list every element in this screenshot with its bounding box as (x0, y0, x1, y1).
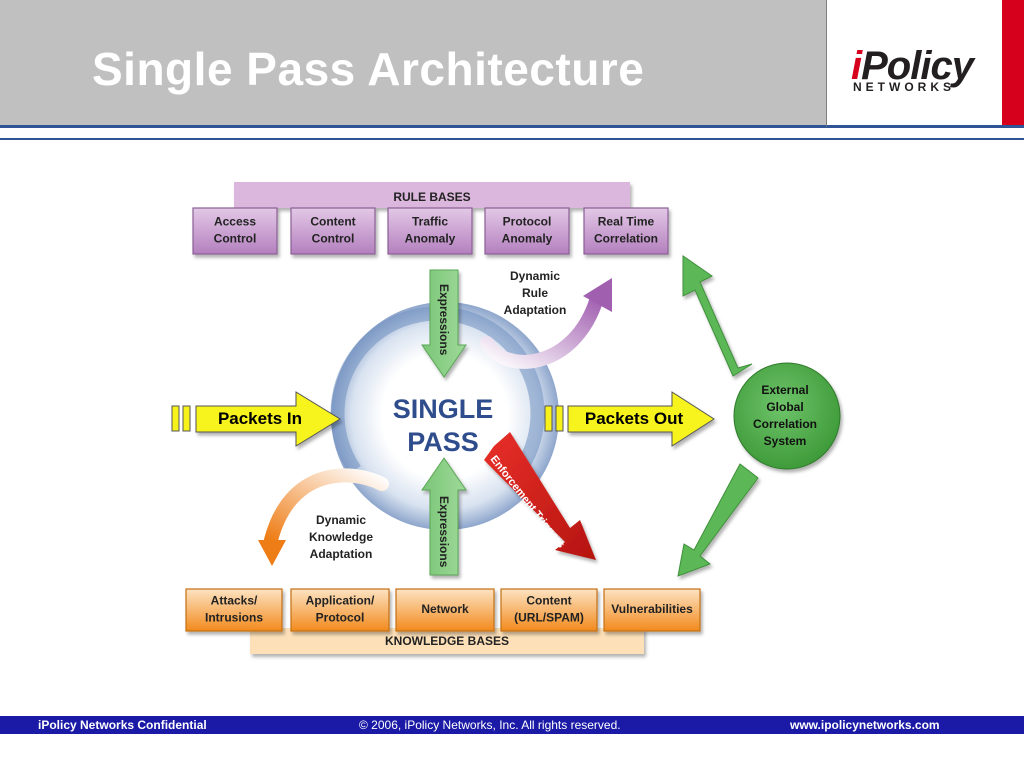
rule-base-label: Real Time (598, 215, 655, 229)
rule-base-box (583, 207, 669, 255)
rule-base-label: Control (312, 232, 355, 246)
packets-out-label: Packets Out (585, 409, 684, 428)
dynamic-knowledge-arrow (258, 468, 389, 566)
rule-base-label: Control (214, 232, 257, 246)
knowledge-bases-banner (250, 628, 644, 654)
dynamic-rule-arrow (480, 278, 612, 369)
knowledge-base-label: Vulnerabilities (611, 602, 693, 616)
knowledge-base-label: Attacks/ (211, 594, 258, 608)
dynamic-rule-label-3: Adaptation (504, 303, 567, 317)
expressions-up-arrow: Expressions (421, 457, 467, 576)
rule-base-label: Access (214, 215, 256, 229)
knowledge-base-box (290, 588, 390, 632)
expressions-top-label: Expressions (437, 284, 451, 356)
footer-copyright: © 2006, iPolicy Networks, Inc. All right… (359, 718, 621, 732)
rule-base-box (290, 207, 376, 255)
knowledge-base-label: Content (526, 594, 571, 608)
dynamic-rule-label-1: Dynamic (510, 269, 560, 283)
rule-bases-banner (234, 182, 630, 208)
logo-accent-bar (1002, 0, 1024, 128)
logo-subtitle: NETWORKS (853, 80, 955, 94)
knowledge-base-label: (URL/SPAM) (514, 611, 584, 625)
single-pass-label-line-1: SINGLE (393, 394, 494, 424)
single-pass-diagram: RULE BASES AccessControlContentControlTr… (171, 182, 841, 654)
rule-base-label: Traffic (412, 215, 448, 229)
external-correlation-node: External Global Correlation System (733, 362, 841, 470)
logo-wordmark: iPolicy (851, 44, 974, 88)
knowledge-base-box (395, 588, 495, 632)
rule-base-label: Protocol (503, 215, 552, 229)
packets-in-label: Packets In (218, 409, 302, 428)
slide-header: Single Pass Architecture (0, 0, 826, 128)
knowledge-base-label: Protocol (316, 611, 365, 625)
dynamic-rule-label-2: Rule (522, 286, 548, 300)
header-divider (0, 138, 1024, 140)
knowledge-base-label: Network (421, 602, 469, 616)
slide-title: Single Pass Architecture (92, 43, 645, 95)
expressions-bottom-label: Expressions (437, 496, 451, 568)
rule-bases-label: RULE BASES (393, 190, 470, 204)
rule-base-box (387, 207, 473, 255)
external-label-2: Global (766, 400, 803, 414)
knowledge-base-label: Application/ (306, 594, 375, 608)
knowledge-base-box (603, 588, 701, 632)
packets-in-arrow: Packets In (171, 391, 341, 447)
rule-base-box (484, 207, 570, 255)
rule-base-label: Anomaly (502, 232, 553, 246)
knowledge-base-box (185, 588, 283, 632)
footer-website: www.ipolicynetworks.com (790, 718, 940, 732)
dynamic-knowledge-label-3: Adaptation (310, 547, 373, 561)
dynamic-knowledge-label-2: Knowledge (309, 530, 373, 544)
external-label-1: External (761, 383, 808, 397)
feedback-arrow-down (677, 463, 759, 577)
external-label-4: System (764, 434, 807, 448)
knowledge-bases-group: KNOWLEDGE BASES Attacks/Intrusions Applic… (185, 588, 701, 654)
packets-out-arrow: Packets Out (544, 391, 715, 447)
knowledge-bases-label: KNOWLEDGE BASES (385, 634, 509, 648)
dynamic-knowledge-label-1: Dynamic (316, 513, 366, 527)
footer-confidential: iPolicy Networks Confidential (38, 718, 207, 732)
external-label-3: Correlation (753, 417, 817, 431)
knowledge-base-label: Intrusions (205, 611, 263, 625)
company-logo: iPolicy NETWORKS (826, 0, 1002, 128)
rule-base-label: Content (310, 215, 355, 229)
single-pass-label-line-2: PASS (407, 427, 479, 457)
expressions-down-arrow: Expressions (421, 269, 467, 378)
rule-base-box (192, 207, 278, 255)
knowledge-base-box (500, 588, 598, 632)
rule-base-label: Correlation (594, 232, 658, 246)
slide-footer: iPolicy Networks Confidential © 2006, iP… (0, 716, 1024, 734)
feedback-arrow-up (682, 255, 753, 377)
rule-base-label: Anomaly (405, 232, 456, 246)
